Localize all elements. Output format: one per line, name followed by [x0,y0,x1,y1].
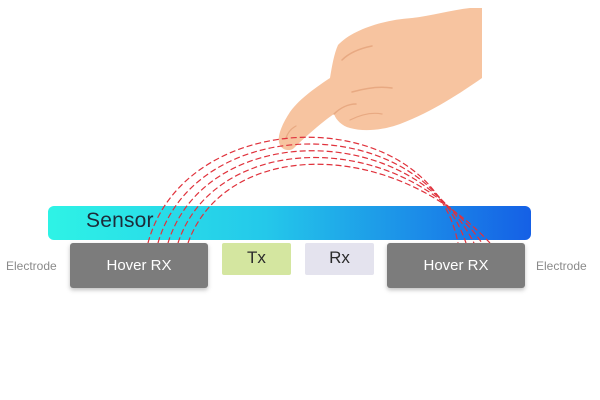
field-line [187,163,491,244]
tx-electrode [222,243,291,275]
rx-label: Rx [329,248,350,267]
hand-illustration [278,8,482,151]
rx-electrode [305,243,374,275]
electrode-label-right: Electrode [536,259,587,273]
tx-label: Tx [247,248,266,267]
electrode-label-left: Electrode [6,259,57,273]
sensor-bar [48,206,531,240]
hover-rx-left-electrode [70,243,208,288]
field-line [147,136,459,244]
field-line [167,150,475,244]
field-line [177,156,483,244]
hover-rx-right-label: Hover RX [423,257,489,274]
hover-rx-left-label: Hover RX [106,257,172,274]
sensor-label: Sensor [86,209,154,232]
field-lines [147,136,491,244]
hover-rx-right-electrode [387,243,525,288]
